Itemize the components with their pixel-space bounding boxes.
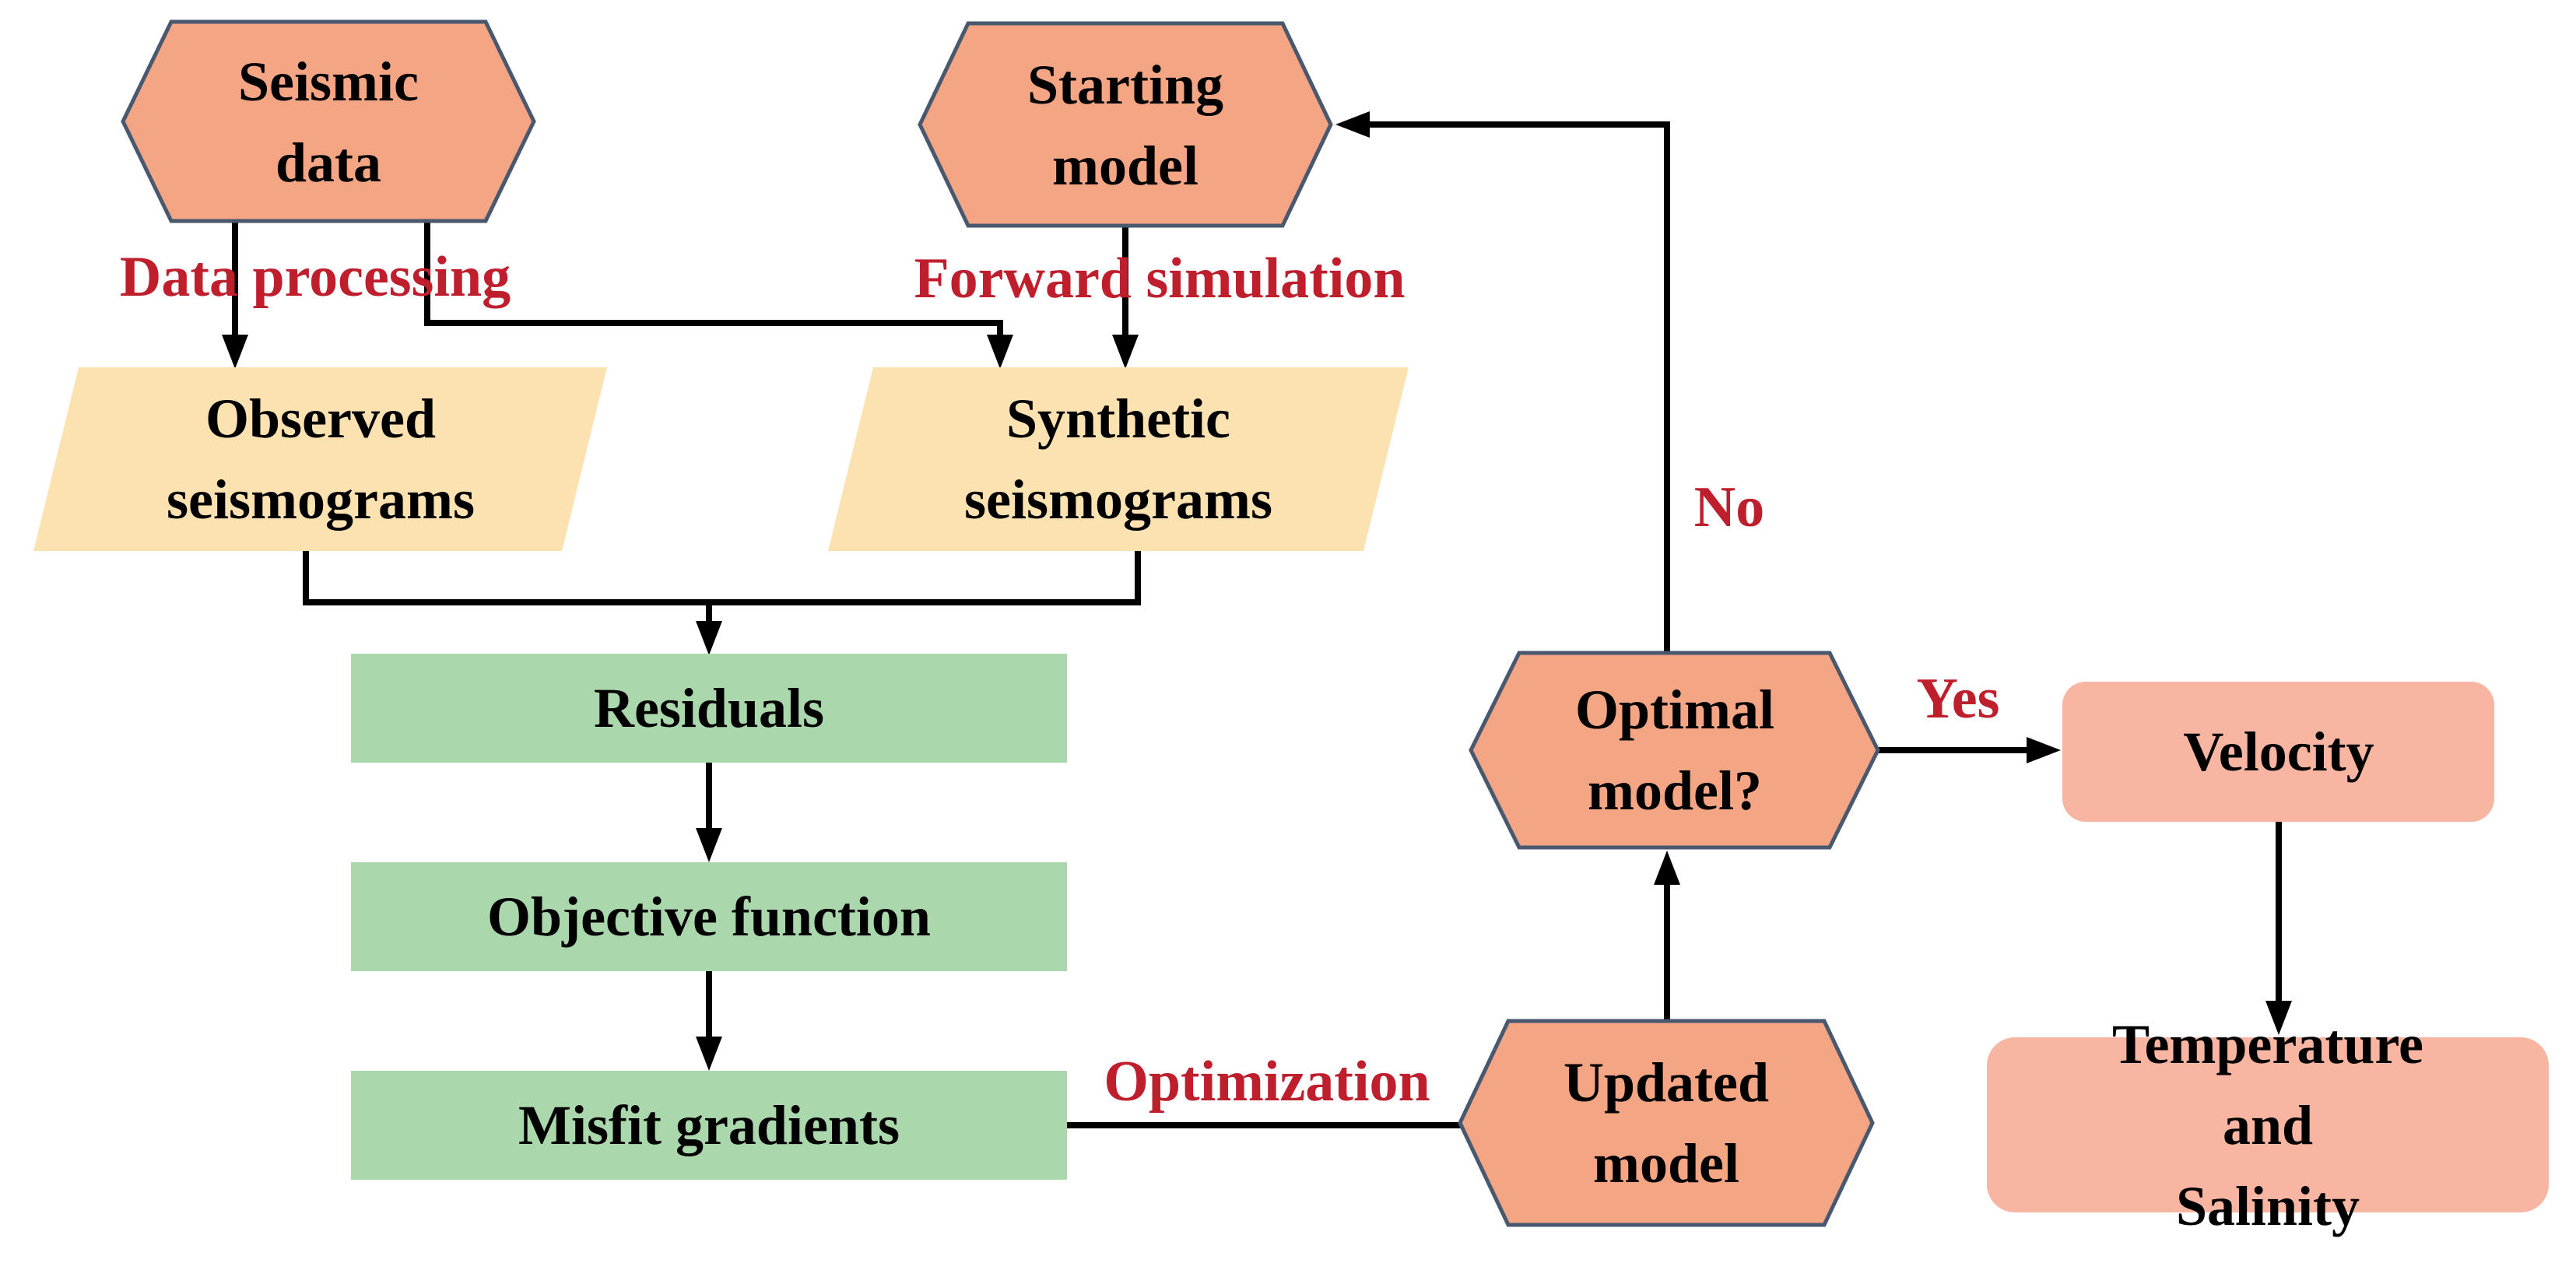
synthetic-seismograms-parallelogram <box>828 367 1409 551</box>
observed-seismograms-label: Observed seismograms <box>167 388 475 531</box>
edge-merge-seismograms <box>303 545 1141 605</box>
edge-seismic-to-synthetic <box>424 216 1003 336</box>
updated-model-label: Updated model <box>1563 1051 1770 1195</box>
observed-seismograms-parallelogram <box>33 367 607 551</box>
optimal-model-label: Optimal model? <box>1574 679 1775 822</box>
misfit-gradients-rect <box>351 1071 1067 1180</box>
no-label: No <box>1693 475 1765 539</box>
objective-function-label: Objective function <box>487 886 931 948</box>
yes-label: Yes <box>1916 667 2000 731</box>
arrowhead-into-misfit <box>696 1037 722 1071</box>
velocity-rounded-rect <box>2062 682 2494 822</box>
starting-model-label: Starting model <box>1027 54 1223 197</box>
velocity-label: Velocity <box>2183 721 2374 783</box>
temperature-salinity-rounded-rect <box>1987 1037 2549 1212</box>
updated-model-hexagon <box>1458 1019 1875 1227</box>
residuals-rect <box>351 654 1067 763</box>
data-processing-label: Data processing <box>119 245 511 309</box>
arrowhead-into-residuals <box>696 621 722 655</box>
arrowhead-into-observed <box>222 335 248 369</box>
misfit-gradients-label: Misfit gradients <box>518 1094 900 1156</box>
objective-function-rect <box>351 862 1067 971</box>
arrowhead-into-optimal <box>1654 851 1680 885</box>
starting-model-hexagon <box>918 21 1333 228</box>
arrowhead-into-synthetic-right <box>1112 335 1139 369</box>
residuals-label: Residuals <box>593 677 825 739</box>
optimal-model-hexagon <box>1469 651 1880 850</box>
temperature-salinity-label: Temperature and Salinity <box>2112 1013 2423 1237</box>
optimization-label: Optimization <box>1104 1050 1430 1114</box>
connector-lines <box>222 111 2292 1128</box>
seismic-data-hexagon <box>121 19 536 223</box>
arrowhead-into-velocity <box>2027 737 2061 763</box>
forward-simulation-label: Forward simulation <box>914 247 1406 310</box>
arrowhead-into-temperature <box>2265 1001 2292 1035</box>
seismic-data-label: Seismic data <box>238 51 419 194</box>
node-shapes <box>33 19 2549 1227</box>
arrowhead-into-synthetic-left <box>987 335 1013 369</box>
synthetic-seismograms-label: Synthetic seismograms <box>964 388 1272 531</box>
arrowhead-into-objective <box>696 828 722 862</box>
arrowhead-into-starting <box>1335 111 1370 138</box>
edge-no-loop <box>1370 121 1670 654</box>
